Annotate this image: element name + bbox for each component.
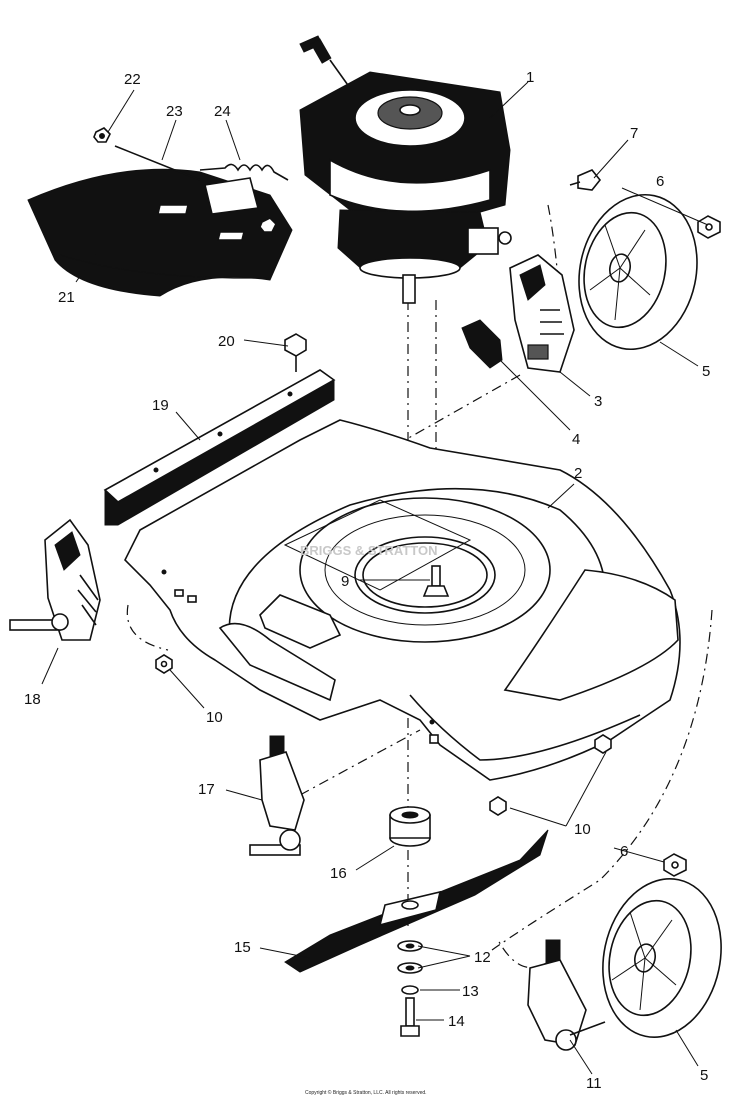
rear-wheel[interactable]	[565, 184, 711, 361]
callout-23: 23	[166, 103, 183, 120]
callout-10-right: 10	[574, 821, 591, 838]
hex-nut-left[interactable]	[155, 654, 173, 674]
callout-19: 19	[152, 397, 169, 414]
blade-bolt[interactable]	[400, 997, 420, 1037]
callout-6-front: 6	[620, 843, 628, 860]
callout-1: 1	[526, 69, 534, 86]
callout-24: 24	[214, 103, 231, 120]
mower-blade[interactable]	[284, 829, 549, 973]
rear-baffle[interactable]	[103, 369, 336, 526]
hex-nut-right-lower[interactable]	[489, 796, 507, 816]
blade-washers[interactable]	[397, 940, 423, 974]
front-left-height-adjuster[interactable]	[249, 735, 305, 856]
blade-adapter[interactable]	[389, 806, 431, 847]
wheel-latch[interactable]	[461, 319, 503, 369]
copyright-notice: Copyright © Briggs & Stratton, LLC. All …	[305, 1089, 427, 1096]
callout-2: 2	[574, 465, 582, 482]
callout-3: 3	[594, 393, 602, 410]
wheel-bolt-rear[interactable]	[569, 169, 602, 191]
callout-18: 18	[24, 691, 41, 708]
lock-washer[interactable]	[401, 985, 419, 995]
wheel-nut-rear[interactable]	[697, 215, 721, 239]
rod-nut[interactable]	[93, 127, 111, 143]
callout-14: 14	[448, 1013, 465, 1030]
callout-21: 21	[58, 289, 75, 306]
hex-nut-right-upper[interactable]	[594, 734, 612, 754]
rear-deflector[interactable]	[27, 168, 293, 297]
callout-11: 11	[586, 1075, 602, 1092]
engine[interactable]	[299, 35, 512, 304]
callout-5-front: 5	[700, 1067, 708, 1084]
callout-5-rear: 5	[702, 363, 710, 380]
callout-7: 7	[630, 125, 638, 142]
wheel-nut-front[interactable]	[663, 853, 687, 877]
bolt-top[interactable]	[284, 333, 307, 372]
callout-22: 22	[124, 71, 141, 88]
deflector-nut[interactable]	[259, 217, 277, 233]
hinge-rod[interactable]	[114, 145, 201, 181]
callout-6-rear: 6	[656, 173, 664, 190]
callout-9: 9	[341, 573, 349, 590]
leader-lines	[41, 81, 709, 1075]
callout-10-left: 10	[206, 709, 223, 726]
watermark-logo: BRIGGS & STRATTON	[283, 499, 472, 591]
callout-20: 20	[218, 333, 235, 350]
mower-deck[interactable]	[124, 419, 681, 781]
front-right-height-adjuster[interactable]	[527, 939, 606, 1051]
rear-right-height-adjuster[interactable]	[509, 254, 575, 373]
callout-13: 13	[462, 983, 479, 1000]
callout-17: 17	[198, 781, 215, 798]
callout-4: 4	[572, 431, 580, 448]
callout-16: 16	[330, 865, 347, 882]
watermark-text: BRIGGS & STRATTON	[300, 543, 437, 558]
torsion-spring[interactable]	[199, 163, 289, 181]
rear-left-height-adjuster[interactable]	[9, 518, 101, 641]
callout-15: 15	[234, 939, 251, 956]
front-wheel[interactable]	[589, 868, 736, 1049]
blade-adapter-bolt[interactable]	[422, 565, 450, 597]
callout-numbers: 1 2 3 4 5 5 6 6 7 9 10 10 11 12 13 14 15…	[24, 69, 710, 1092]
callout-12: 12	[474, 949, 491, 966]
